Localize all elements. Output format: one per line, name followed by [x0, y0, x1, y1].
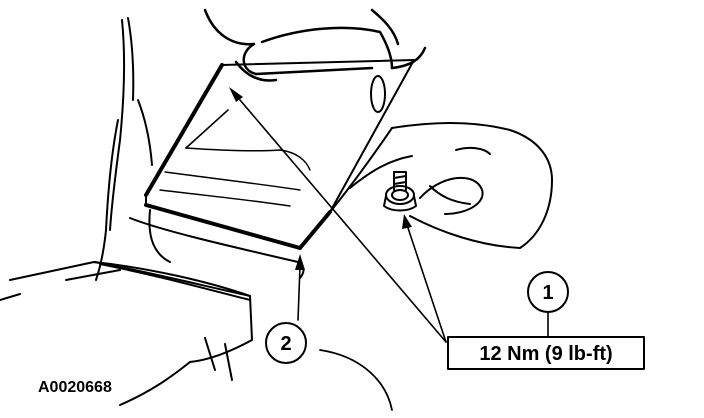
callout-2: 2: [265, 322, 307, 364]
callout-2-number: 2: [280, 333, 291, 355]
bolt: [383, 171, 417, 212]
slot-hole: [370, 75, 386, 113]
arrowheads: [229, 87, 412, 270]
leader-callout-2: [297, 265, 301, 321]
left-panel-outline: [95, 17, 153, 281]
arrowhead-callout-2: [295, 254, 305, 270]
arrowhead-bracket: [229, 87, 243, 102]
bracket: [144, 59, 415, 250]
lower-curve: [319, 349, 393, 411]
mounting-arm: [349, 122, 553, 249]
callout-1: 1: [527, 271, 569, 313]
leader-lines: [239, 99, 549, 343]
arrowhead-bolt: [402, 214, 412, 229]
figure-id: A0020668: [38, 379, 112, 396]
leader-to-bracket-top: [239, 99, 447, 343]
upper-boss: [203, 8, 427, 82]
callout-1-number: 1: [542, 282, 553, 304]
torque-spec-box: 12 Nm (9 lb-ft): [447, 336, 645, 370]
torque-spec-text: 12 Nm (9 lb-ft): [479, 343, 612, 365]
lower-housing: [0, 209, 305, 406]
leader-to-bolt: [407, 227, 447, 343]
